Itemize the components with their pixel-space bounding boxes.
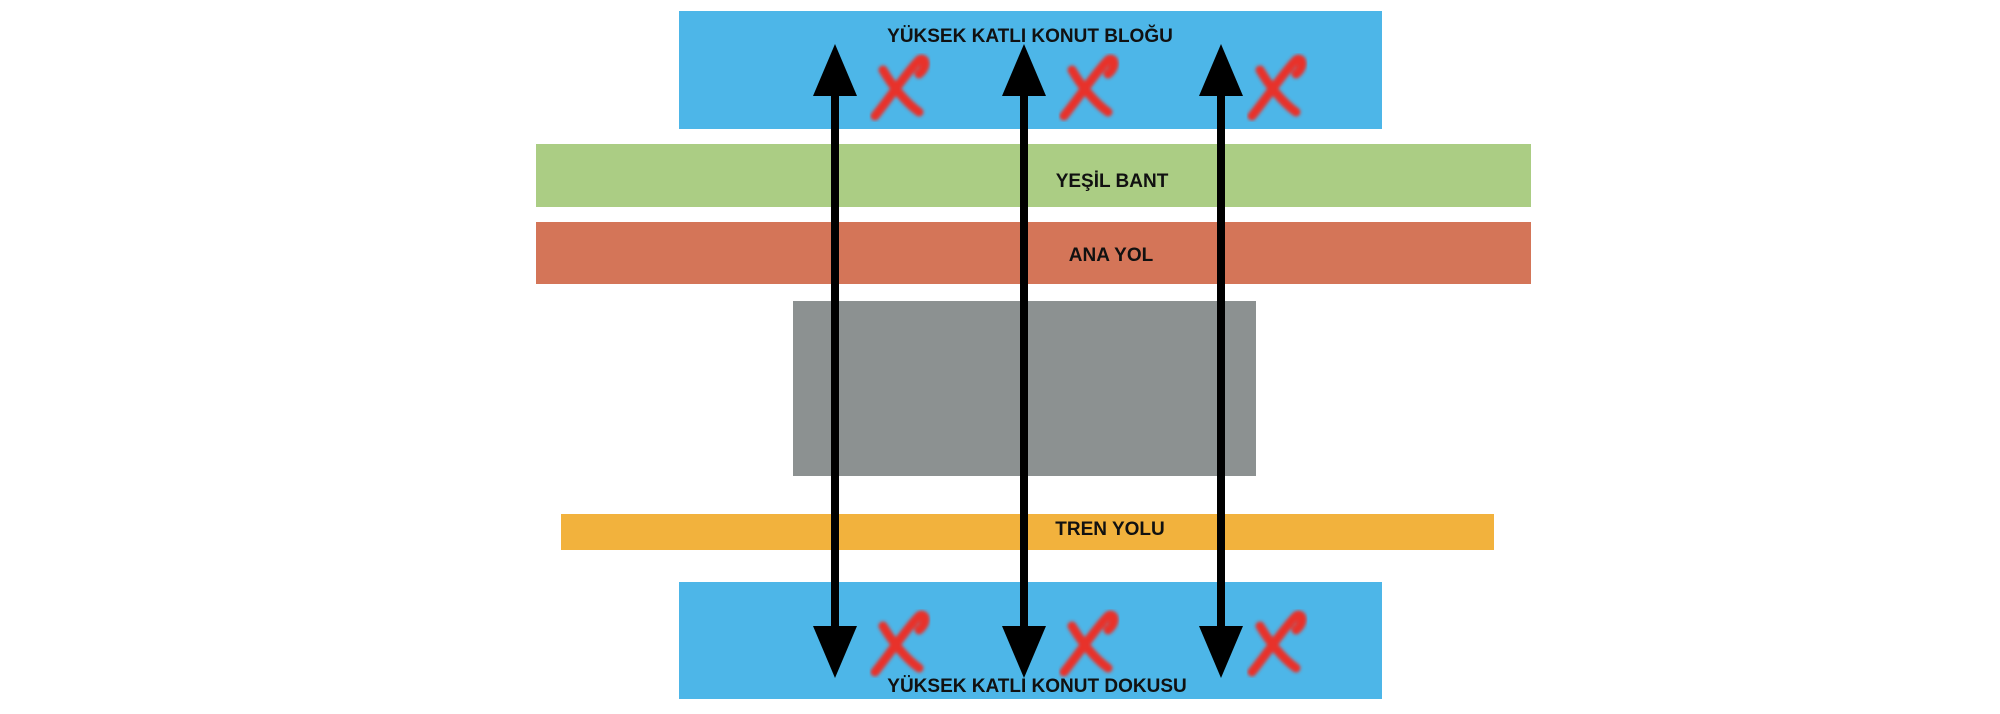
bottom-block-label: YÜKSEK KATLI KONUT DOKUSU [887,676,1186,697]
double-arrow-icon [813,44,857,678]
main-road-label: ANA YOL [1069,245,1154,266]
cross-icon [1247,610,1307,677]
cross-icon [870,610,930,677]
railway-label: TREN YOLU [1055,519,1164,540]
cross-icon [870,54,930,121]
green-band-label: YEŞİL BANT [1056,171,1169,192]
main-road [536,222,1531,284]
green-band [536,144,1531,207]
double-arrow-icon [1002,44,1046,678]
cross-icon [1247,54,1307,121]
cross-icon [1059,54,1119,121]
cross-icon [1059,610,1119,677]
double-arrow-icon [1199,44,1243,678]
top-block-label: YÜKSEK KATLI KONUT BLOĞU [887,25,1173,47]
